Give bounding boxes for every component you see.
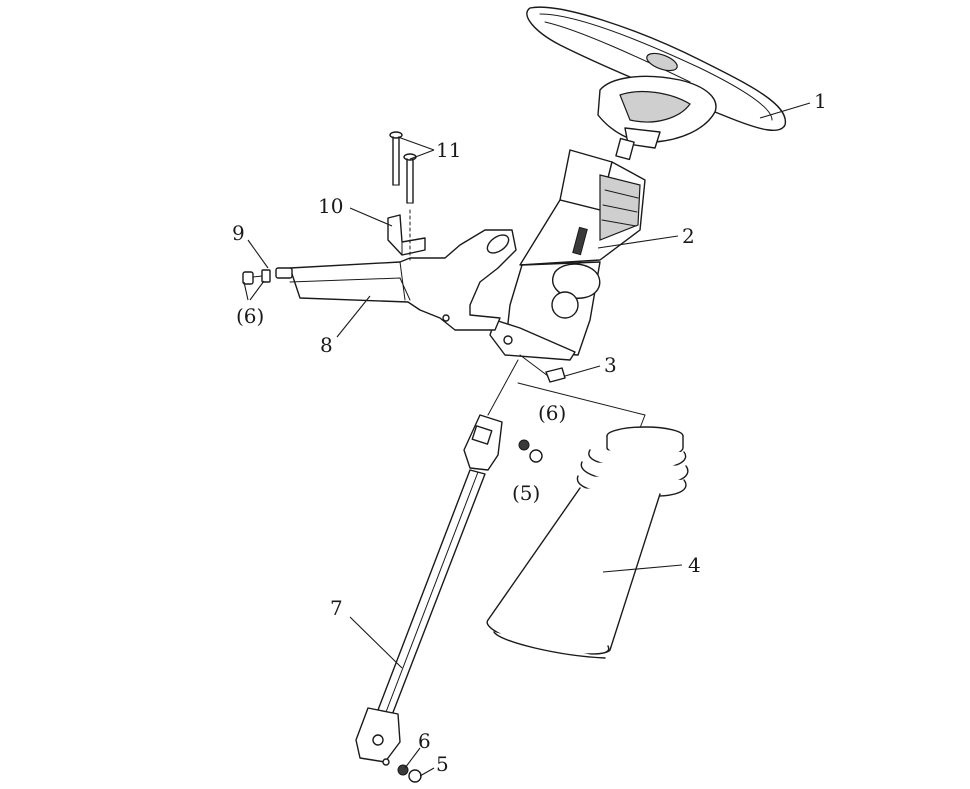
callout-5-lower: 5: [436, 752, 449, 776]
clamp-bracket: [387, 214, 426, 256]
callout-11: 11: [436, 138, 461, 162]
assembly-guide-lines: [487, 359, 646, 429]
callout-4: 4: [688, 553, 701, 577]
callout-3: 3: [604, 353, 617, 377]
long-bolts: [389, 131, 417, 261]
upper-joint-nut-bolt: [518, 439, 543, 463]
callout-1: 1: [814, 89, 827, 113]
bolt-3: [519, 354, 566, 383]
callout-6-upper: (6): [538, 401, 566, 425]
callout-6-left: (6): [236, 304, 264, 328]
callout-9: 9: [232, 221, 245, 245]
intermediate-shaft: [355, 414, 503, 766]
rubber-boot: [486, 426, 689, 659]
mounting-bracket: [289, 229, 517, 331]
callout-6-lower: 6: [418, 729, 431, 753]
callout-2: 2: [682, 224, 695, 248]
callout-7: 7: [330, 596, 343, 620]
callout-8: 8: [320, 333, 333, 357]
lower-joint-nut-bolt: [397, 764, 422, 783]
callout-10: 10: [318, 194, 343, 218]
callout-labels: 1 2 3 (6) (5) 4 7 8 9 (6) 10 11 6 5: [232, 89, 827, 776]
leader-lines: [243, 102, 811, 777]
callout-5-upper: (5): [512, 481, 540, 505]
bracket-bolt-nut: [242, 267, 293, 285]
steering-column-housing: [489, 149, 646, 361]
steering-wheel: [526, 6, 787, 161]
